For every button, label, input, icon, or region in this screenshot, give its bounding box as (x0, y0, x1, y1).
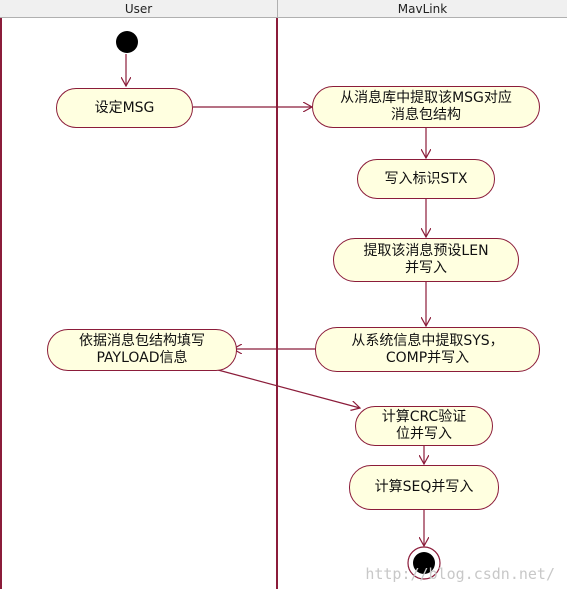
node-extract-struct: 从消息库中提取该MSG对应 消息包结构 (312, 86, 540, 128)
node-write-stx: 写入标识STX (357, 159, 495, 199)
lane-header-mavlink: MavLink (278, 0, 567, 18)
lane-header-user: User (0, 0, 277, 18)
node-fill-payload: 依据消息包结构填写 PAYLOAD信息 (47, 329, 237, 371)
node-extract-sys: 从系统信息中提取SYS， COMP并写入 (315, 327, 540, 372)
lane-left-border (0, 18, 2, 589)
node-calc-crc: 计算CRC验证 位并写入 (355, 406, 493, 446)
lane-divider (276, 18, 278, 589)
end-node-inner (413, 552, 435, 574)
watermark: http://blog.csdn.net/ (365, 565, 555, 583)
lane-header-separator (277, 0, 278, 18)
node-calc-seq: 计算SEQ并写入 (349, 465, 499, 510)
edge-payload-to-crc (217, 369, 360, 408)
node-extract-len: 提取该消息预设LEN 并写入 (333, 238, 519, 282)
start-node (116, 31, 138, 53)
node-set-msg: 设定MSG (56, 88, 193, 128)
